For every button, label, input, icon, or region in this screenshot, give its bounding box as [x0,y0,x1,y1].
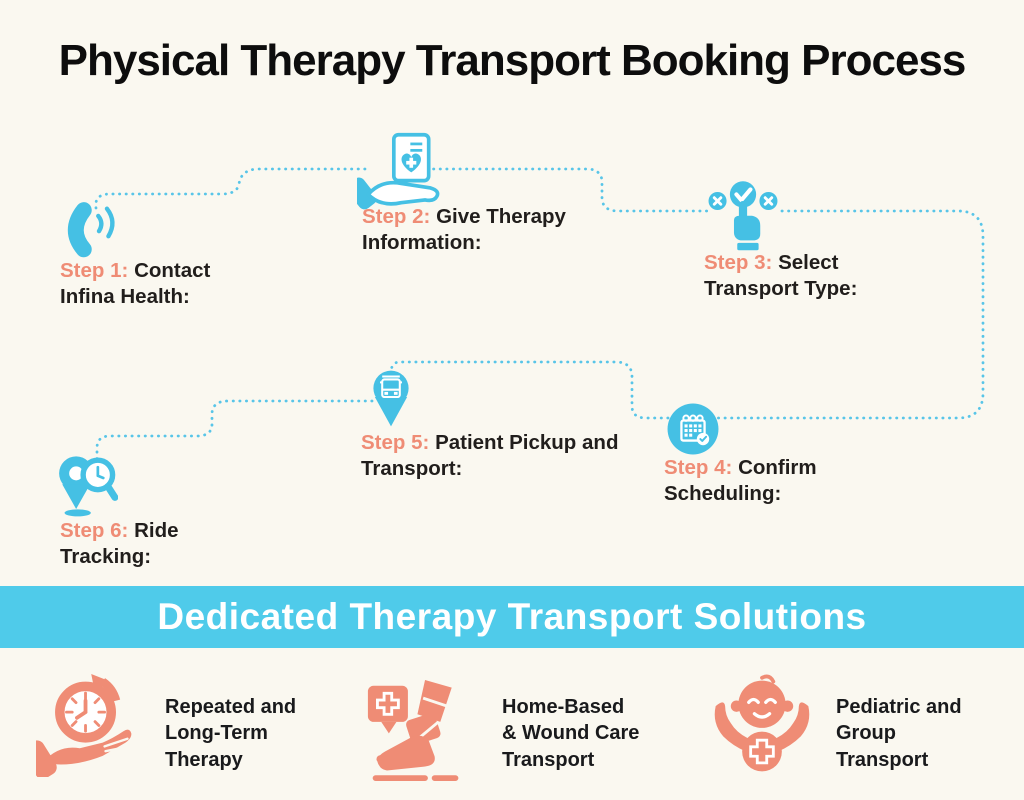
step-3-text: Step 3: Select Transport Type: [704,251,858,300]
step-3-label: Step 3: [704,251,773,274]
step-4-text: Step 4: Confirm Scheduling: [664,456,817,505]
wound-care-foot-icon [367,680,459,781]
step-6-label: Step 6: [60,519,129,542]
feature-3-text: Pediatric and Group Transport [836,696,962,771]
step-2-label: Step 2: [362,205,431,228]
feature-2-text: Home-Based & Wound Care Transport [502,696,640,771]
step-1-text: Step 1: Contact Infina Health: [60,259,211,308]
banner-title: Dedicated Therapy Transport Solutions [157,596,867,637]
step-5-label: Step 5: [361,431,430,454]
medical-document-hand-icon [357,132,440,210]
phone-icon [67,202,115,258]
pediatric-baby-hands-icon [714,674,810,772]
step-4-label: Step 4: [664,456,733,479]
step-6-text: Step 6: Ride Tracking: [60,519,179,568]
recurring-clock-hand-icon [36,674,132,777]
banner: Dedicated Therapy Transport Solutions [0,586,1024,648]
feature-1-text: Repeated and Long-Term Therapy [165,696,297,771]
bus-location-pin-icon [373,370,409,427]
step-5-text: Step 5: Patient Pickup and Transport: [361,431,619,480]
step-2-text: Step 2: Give Therapy Information: [362,205,566,254]
ride-tracking-pin-icon [59,456,118,517]
page-title: Physical Therapy Transport Booking Proce… [58,36,967,85]
select-transport-hand-icon [708,181,778,251]
step-1-label: Step 1: [60,259,129,282]
calendar-check-icon [667,403,719,455]
